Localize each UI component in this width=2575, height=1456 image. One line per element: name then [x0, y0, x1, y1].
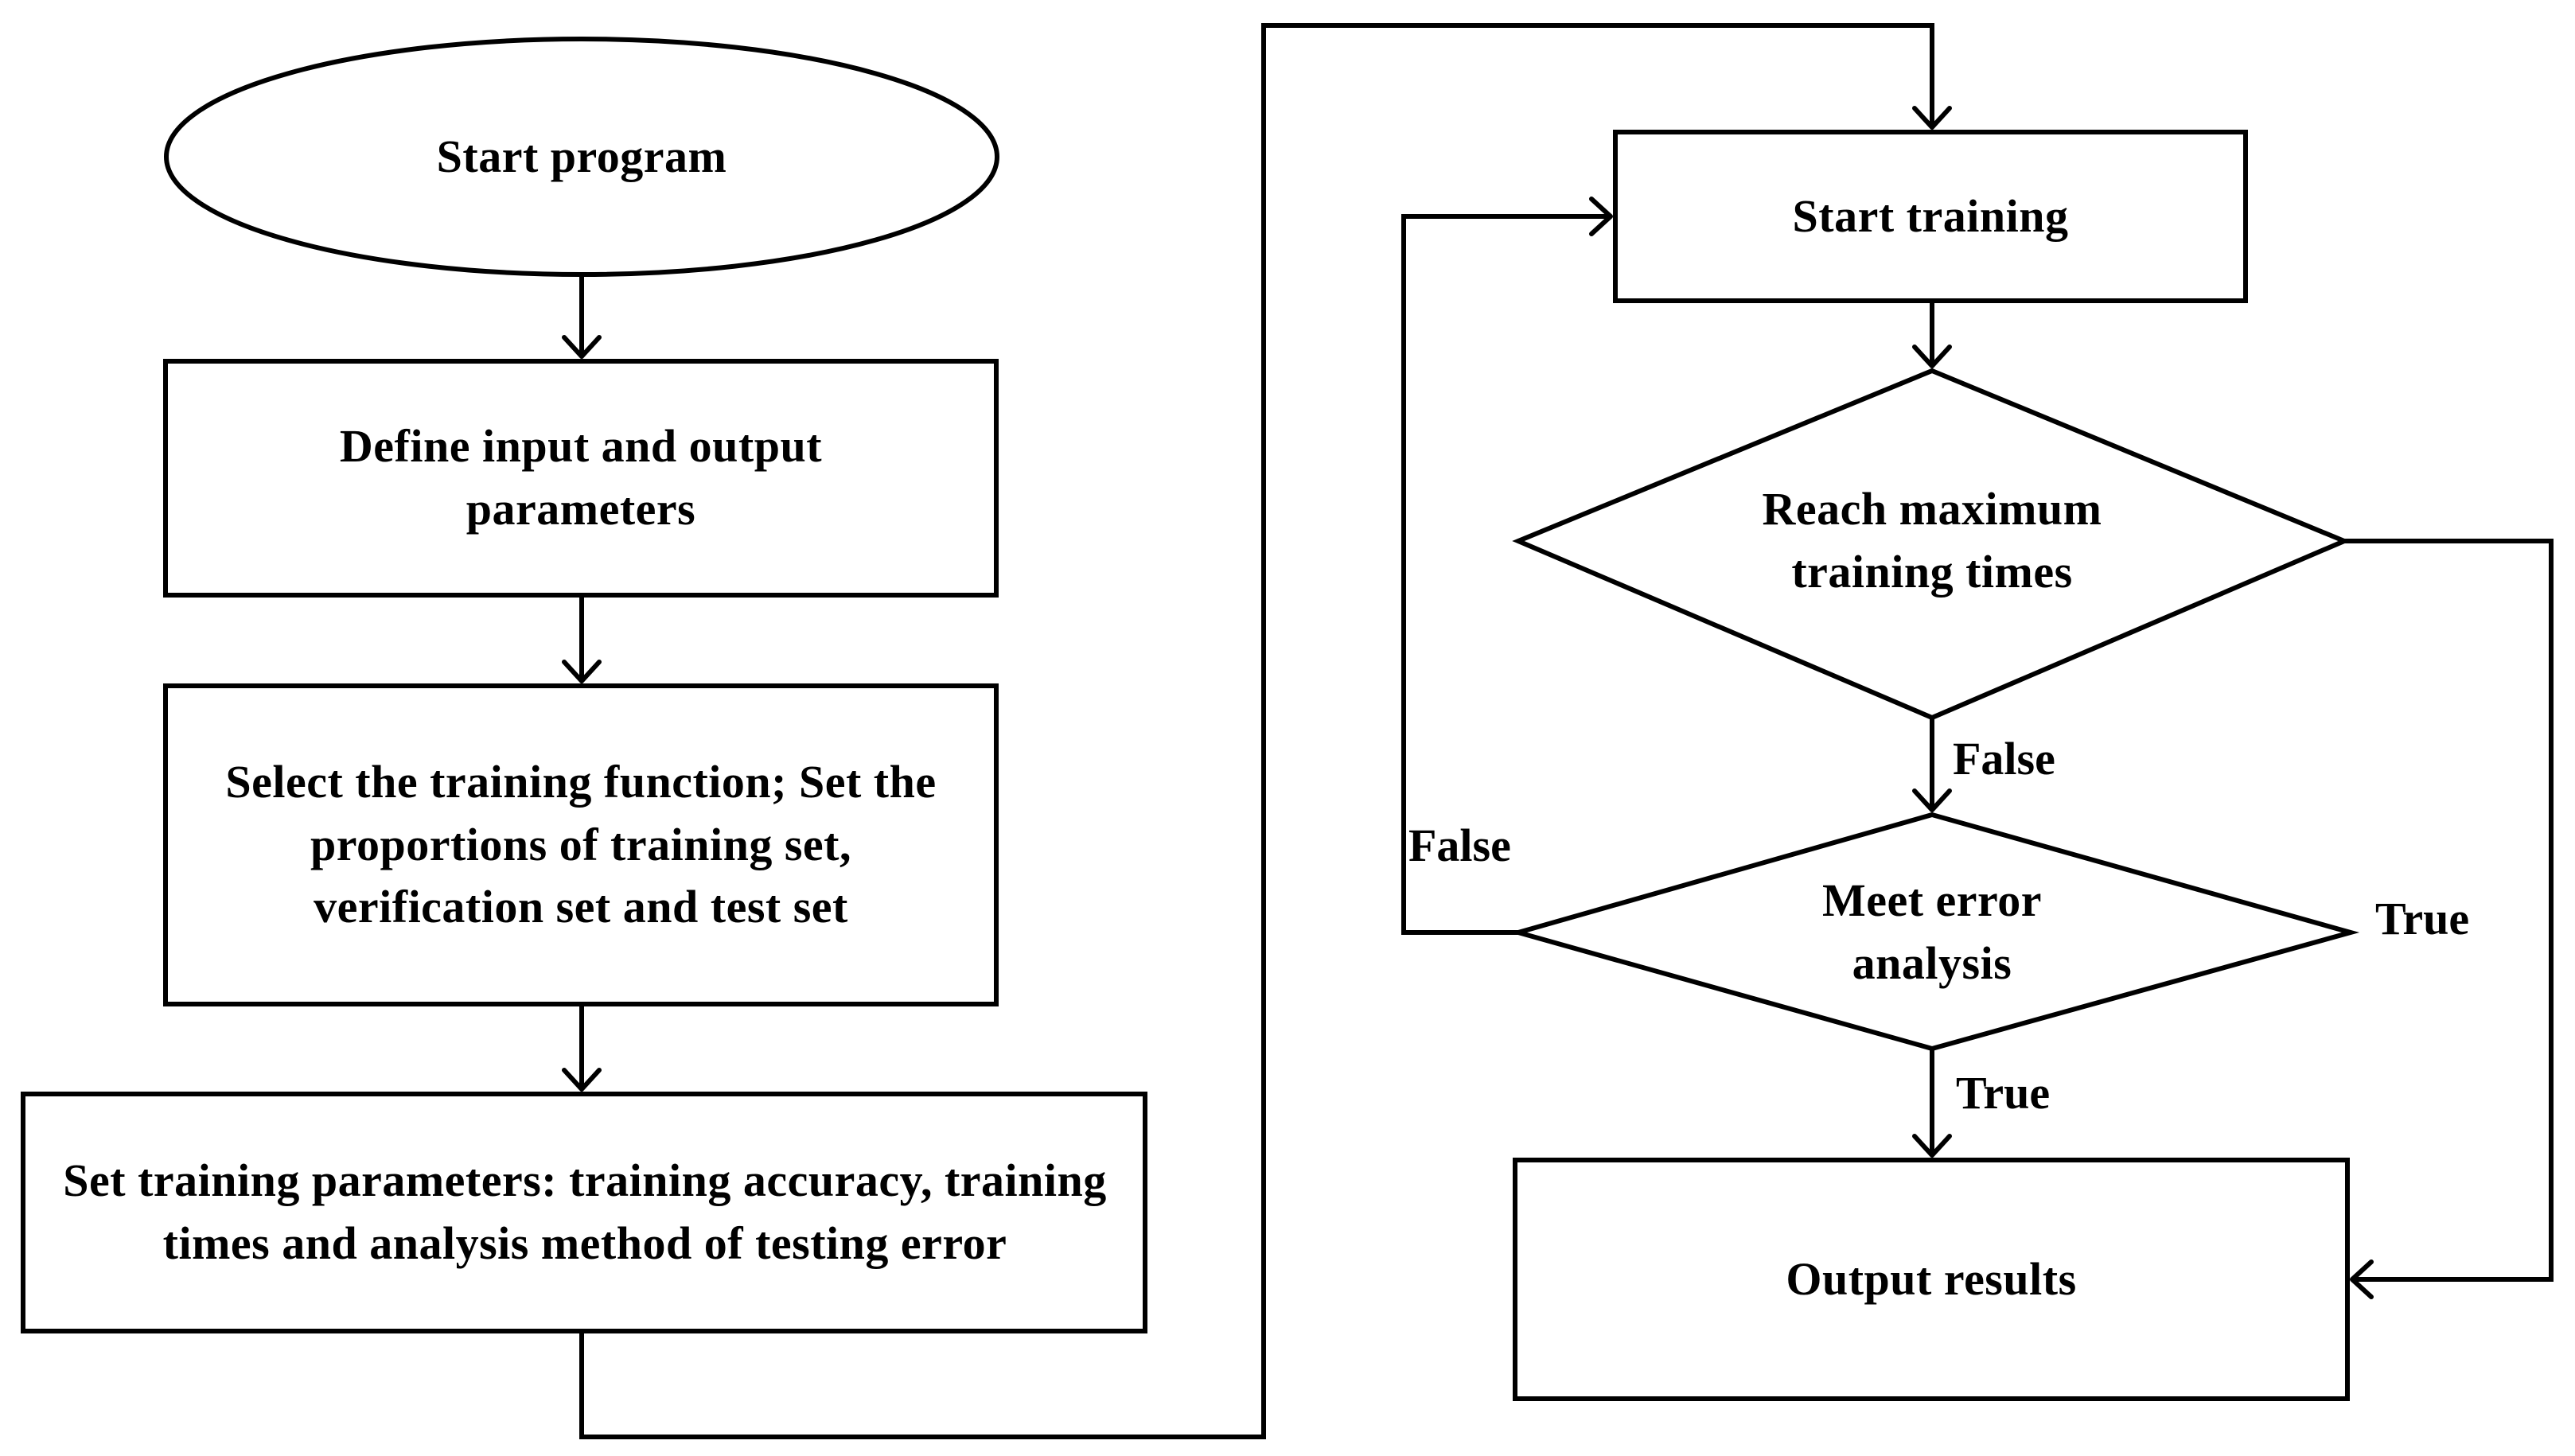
arrow-head-output-top	[1912, 1134, 1952, 1158]
reach-max-true-label: True	[2375, 893, 2470, 944]
arrow-head-output-right	[2350, 1259, 2374, 1299]
select-function-box	[163, 683, 999, 1006]
reach-max-false-label: False	[1953, 733, 2055, 784]
arrow-head-define	[562, 335, 602, 359]
define-params-label: Define input and output parameters	[339, 420, 823, 535]
select-function-label: Select the training function; Set the pr…	[225, 755, 937, 933]
reach-max-label: Reach maximum training times	[1762, 483, 2102, 598]
arrow-head-starttraining-left	[1589, 197, 1613, 236]
arrow-head-meeterror	[1912, 788, 1952, 812]
meet-error-true-label: True	[1956, 1067, 2051, 1119]
arrow-head-select	[562, 660, 602, 683]
set-training-params-box	[21, 1092, 1147, 1333]
connector-meeterror-false-loop	[1401, 214, 1611, 935]
output-results-box	[1513, 1158, 2350, 1401]
set-training-params-label: Set training parameters: training accura…	[63, 1154, 1107, 1269]
arrow-head-reachmax	[1912, 345, 1952, 368]
connector-setparams-to-starttraining	[579, 23, 1934, 1439]
output-results-label: Output results	[1786, 1252, 2077, 1305]
meet-error-label: Meet error analysis	[1822, 874, 2042, 989]
arrow-head-setparams	[562, 1068, 602, 1092]
arrow-head-starttraining-top	[1912, 106, 1952, 130]
meet-error-false-label: False	[1408, 819, 1511, 871]
connector-reachmax-true-to-output	[2344, 539, 2554, 1282]
define-params-box	[163, 359, 999, 598]
start-training-label: Start training	[1792, 189, 2069, 242]
start-program-label: Start program	[436, 130, 727, 183]
